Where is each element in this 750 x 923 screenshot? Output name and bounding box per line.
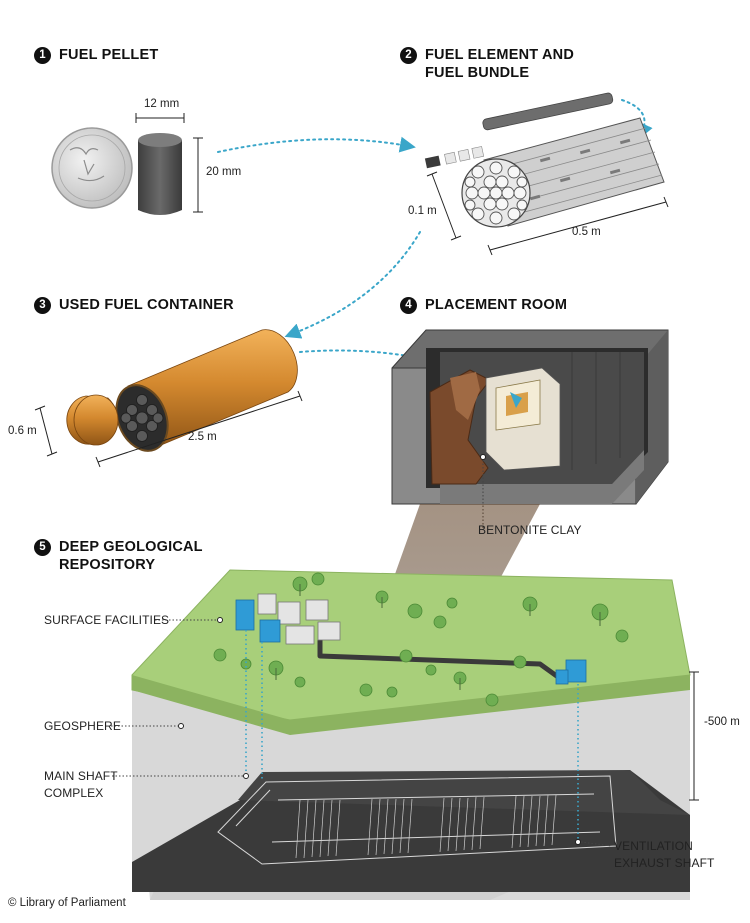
container-length-label: 2.5 m (188, 431, 217, 443)
bundle-diameter-label: 0.1 m (408, 205, 437, 217)
arrow-pellet-to-element (217, 136, 416, 153)
ventilation-shaft-label: VENTILATION EXHAUST SHAFT (614, 838, 714, 872)
bentonite-clay-label: BENTONITE CLAY (478, 523, 582, 537)
section-heading-3: 3 USED FUEL CONTAINER (34, 296, 234, 314)
section-number-1: 1 (34, 47, 51, 64)
main-shaft-label-line2: COMPLEX (44, 786, 104, 800)
surface-facilities-label: SURFACE FACILITIES (44, 613, 170, 627)
section-title-5-line2: REPOSITORY (59, 557, 156, 573)
used-fuel-container-illustration (34, 329, 303, 468)
section-heading-1: 1 FUEL PELLET (34, 46, 158, 64)
section-heading-2: 2 FUEL ELEMENT AND FUEL BUNDLE (400, 46, 574, 82)
bundle-length-label: 0.5 m (572, 226, 601, 238)
pellet-width-label: 12 mm (144, 98, 180, 110)
arrow-container-to-room (299, 349, 500, 383)
placement-room-illustration (391, 329, 669, 530)
container-diameter-label: 0.6 m (8, 425, 37, 437)
section-number-4: 4 (400, 297, 417, 314)
section-title-2-line2: FUEL BUNDLE (425, 65, 530, 81)
section-title-2: FUEL ELEMENT AND (425, 47, 575, 63)
fuel-element-illustration (424, 92, 653, 169)
pellet-top (138, 133, 182, 147)
section-number-3: 3 (34, 297, 51, 314)
geosphere-label: GEOSPHERE (44, 719, 121, 733)
main-shaft-label: MAIN SHAFT COMPLEX (44, 768, 118, 802)
section-heading-4: 4 PLACEMENT ROOM (400, 296, 567, 314)
pellet-body (138, 140, 182, 215)
fuel-bundle-illustration (426, 117, 669, 256)
ventilation-label-line1: VENTILATION (614, 839, 693, 853)
pellet-height-label: 20 mm (206, 166, 242, 178)
section-title-4: PLACEMENT ROOM (425, 297, 568, 313)
section-number-2: 2 (400, 47, 417, 64)
repository-illustration (111, 569, 699, 900)
arrow-bundle-to-container (284, 231, 421, 339)
ventilation-label-line2: EXHAUST SHAFT (614, 856, 715, 870)
credit-text: © Library of Parliament (8, 897, 126, 909)
section-heading-5: 5 DEEP GEOLOGICAL REPOSITORY (34, 538, 203, 574)
section-number-5: 5 (34, 539, 51, 556)
section-title-3: USED FUEL CONTAINER (59, 297, 234, 313)
fuel-pellet-illustration (51, 113, 203, 215)
repository-depth-label: -500 m (704, 716, 740, 728)
section-title-1: FUEL PELLET (59, 47, 159, 63)
container-body (127, 329, 298, 449)
main-shaft-label-line1: MAIN SHAFT (44, 769, 118, 783)
section-title-5: DEEP GEOLOGICAL (59, 539, 203, 555)
